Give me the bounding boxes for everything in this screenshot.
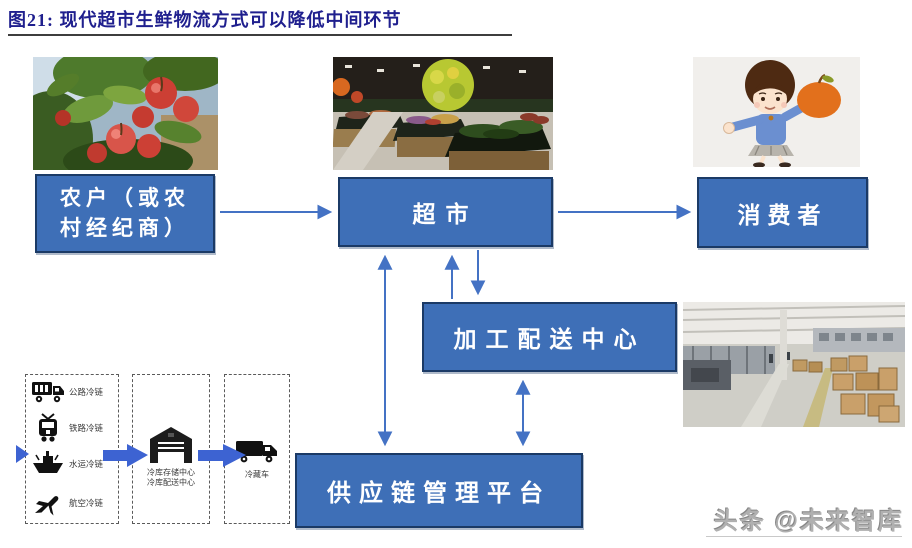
node-consumer: 消费者	[697, 177, 868, 248]
warehouse-interior-illustration	[683, 302, 905, 427]
refrigerated-truck-label-wrap: 冷藏车	[225, 470, 289, 480]
title-underline	[8, 34, 512, 36]
node-farmer-label: 农户（或农村经纪商）	[60, 186, 190, 240]
supermarket-photo	[333, 57, 553, 170]
node-supply-chain-platform: 供应链管理平台	[295, 453, 583, 528]
air-plane-icon	[30, 489, 66, 517]
apple-orchard-illustration	[33, 57, 218, 170]
figure-title: 图21: 现代超市生鲜物流方式可以降低中间环节	[8, 10, 402, 30]
cold-chain-row-air: 航空冷链	[30, 489, 103, 517]
road-cold-chain-label: 公路冷链	[69, 387, 104, 397]
rail-train-icon	[30, 413, 66, 443]
water-ship-icon	[30, 451, 66, 477]
water-cold-chain-label: 水运冷链	[69, 459, 104, 469]
node-farmer: 农户（或农村经纪商）	[35, 174, 215, 253]
cold-storage-hub-labels: 冷库存储中心 冷库配送中心	[133, 468, 209, 488]
node-consumer-label: 消费者	[737, 202, 828, 228]
cold-chain-modes-box: 公路冷链 铁路冷链 水运冷链 航空冷链	[25, 374, 119, 524]
warehouse-photo	[683, 302, 905, 427]
warehouse-icon	[133, 425, 209, 470]
node-processing-center-label: 加工配送中心	[453, 327, 646, 352]
road-truck-icon	[30, 379, 66, 405]
cold-storage-hub-box: 冷库存储中心 冷库配送中心	[132, 374, 210, 524]
consumer-cartoon	[693, 57, 860, 167]
cold-chain-row-rail: 铁路冷链	[30, 413, 103, 443]
cold-storage-center-label: 冷库存储中心	[147, 468, 195, 477]
watermark-underline	[706, 536, 902, 537]
apple-orchard-photo	[33, 57, 218, 170]
cold-chain-row-water: 水运冷链	[30, 451, 103, 477]
cold-distribution-center-label: 冷库配送中心	[147, 478, 195, 487]
watermark: 头条 @未来智库	[713, 508, 904, 535]
node-supermarket-label: 超市	[412, 202, 479, 227]
child-with-apple-illustration	[693, 57, 860, 167]
node-processing-center: 加工配送中心	[422, 302, 677, 372]
air-cold-chain-label: 航空冷链	[69, 498, 104, 508]
node-supply-chain-platform-label: 供应链管理平台	[327, 481, 551, 507]
refrigerated-van-icon	[225, 439, 289, 470]
node-supermarket: 超市	[338, 177, 553, 247]
rail-cold-chain-label: 铁路冷链	[69, 423, 104, 433]
supermarket-illustration	[333, 57, 553, 170]
refrigerated-truck-box: 冷藏车	[224, 374, 290, 524]
refrigerated-truck-label: 冷藏车	[245, 470, 269, 479]
cold-chain-row-road: 公路冷链	[30, 379, 103, 405]
